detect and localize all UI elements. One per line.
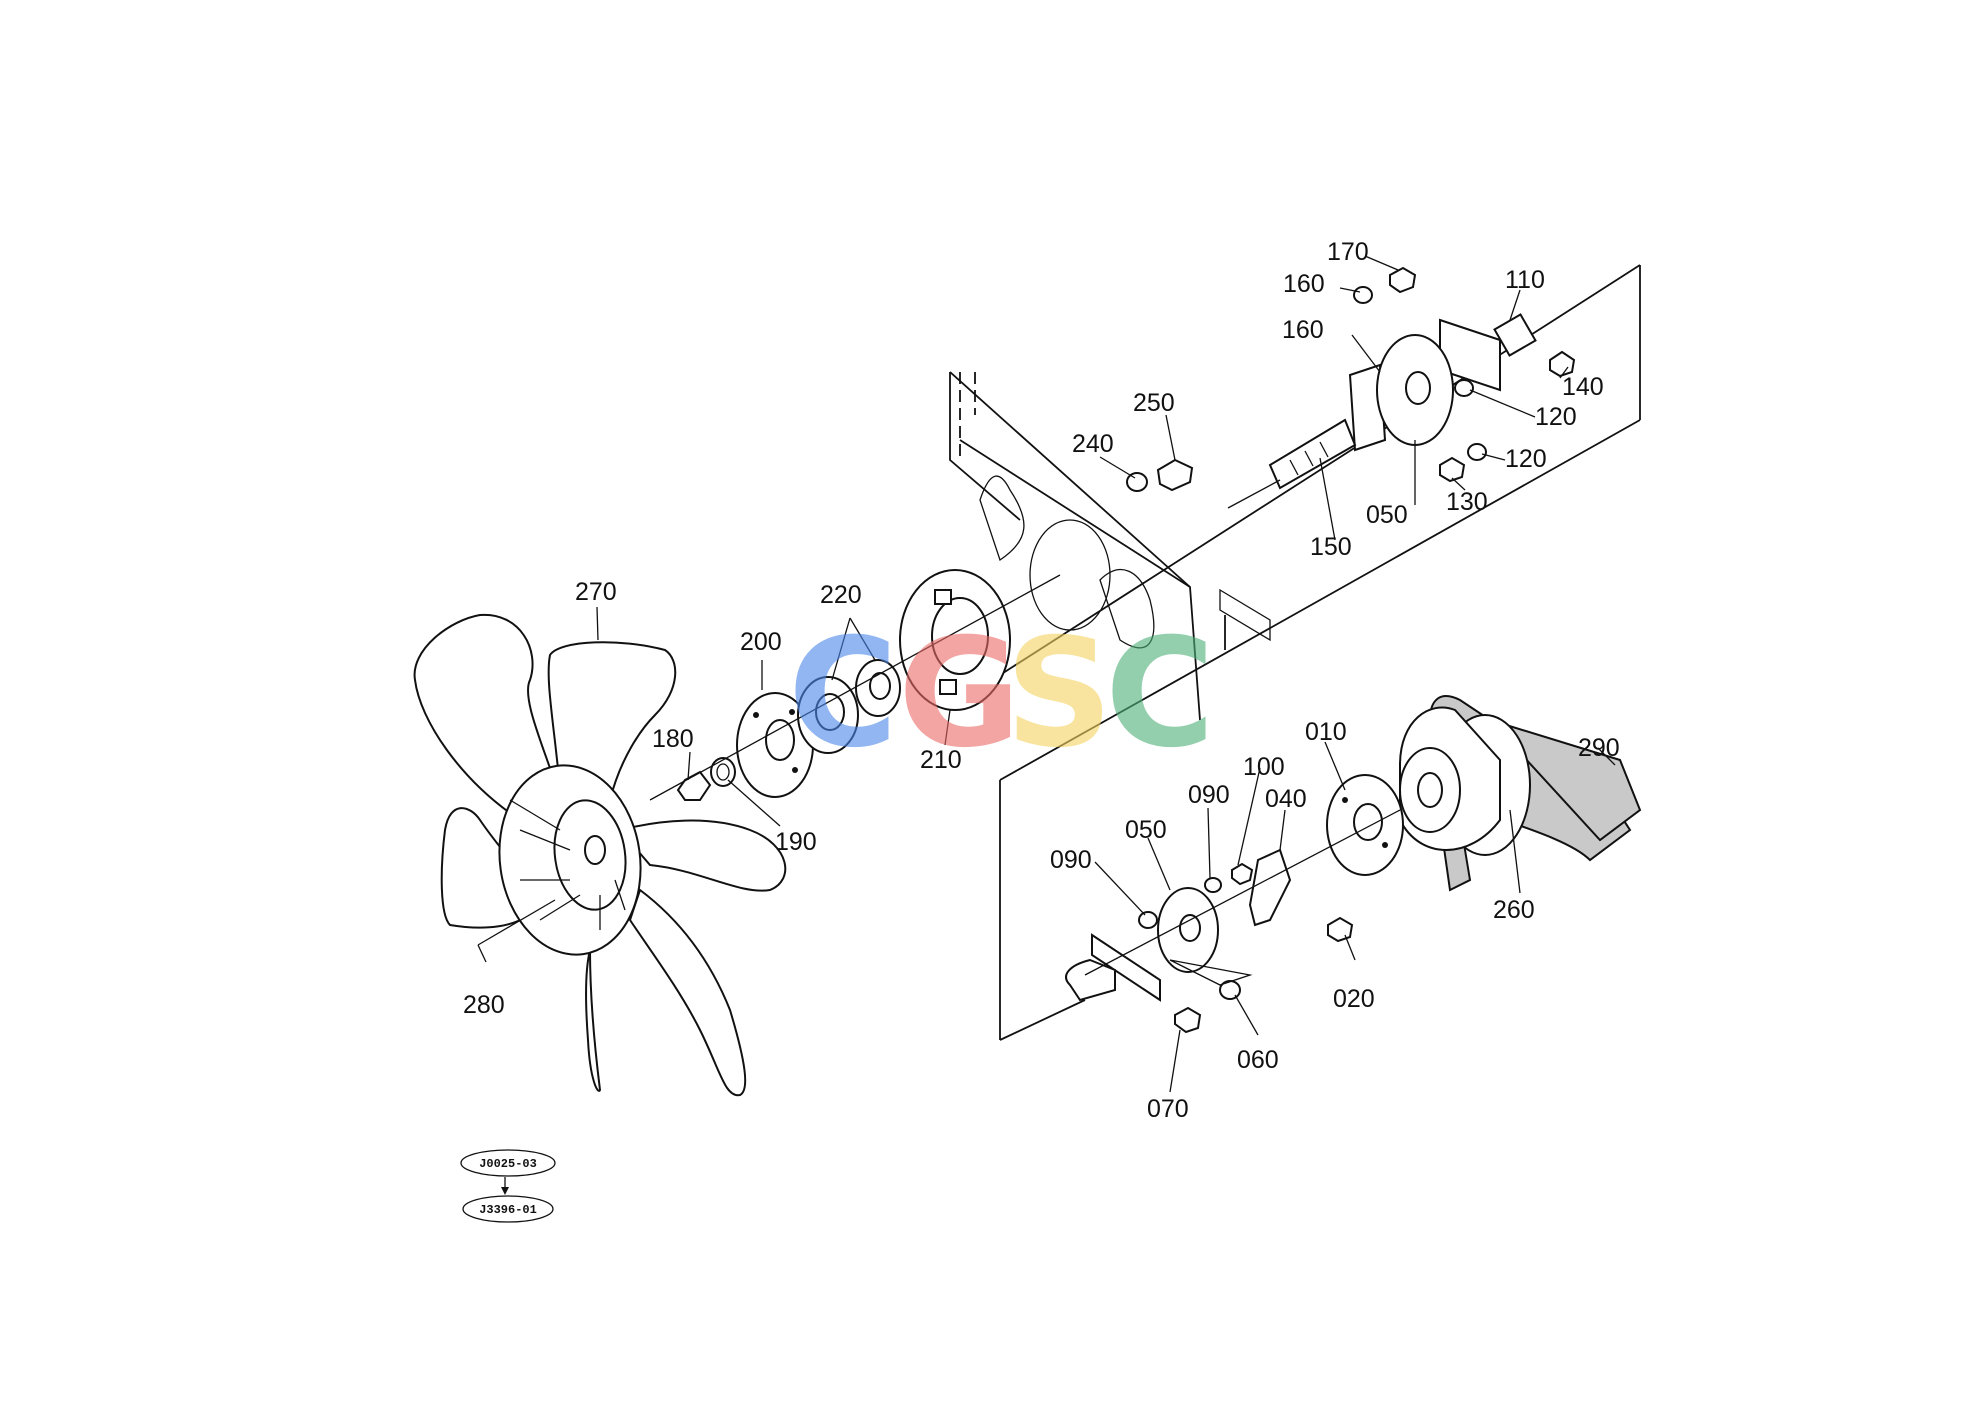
part-label-260: 260	[1493, 896, 1535, 924]
part-label-240: 240	[1072, 430, 1114, 458]
part-labels: 270 200 220 210 180 190 280 240 250 170 …	[463, 238, 1620, 1123]
fan-assembly	[413, 613, 787, 1097]
part-label-060: 060	[1237, 1046, 1279, 1074]
part-label-200: 200	[740, 628, 782, 656]
part-label-120: 120	[1505, 445, 1547, 473]
part-label-040: 040	[1265, 785, 1307, 813]
reference-code-top: J0025-03	[479, 1157, 537, 1171]
part-label-110: 110	[1505, 266, 1545, 294]
front-pulley-group	[649, 569, 1061, 801]
part-label-050-top: 050	[1366, 501, 1408, 529]
watermark-letter-c2: C	[1105, 607, 1215, 781]
part-label-180: 180	[652, 725, 694, 753]
part-label-280: 280	[463, 991, 505, 1019]
watermark-letter-s: S	[1005, 607, 1113, 781]
part-label-190: 190	[775, 828, 817, 856]
part-label-160: 160	[1282, 316, 1324, 344]
watermark-logo: C G S C	[788, 607, 1215, 781]
rear-pulley-group	[1065, 695, 1642, 1034]
part-label-250: 250	[1133, 389, 1175, 417]
reference-code-bottom: J3396-01	[479, 1203, 537, 1217]
part-label-010: 010	[1305, 718, 1347, 746]
part-label-210: 210	[920, 746, 962, 774]
part-label-020: 020	[1333, 985, 1375, 1013]
part-label-050: 050	[1125, 816, 1167, 844]
part-label-100: 100	[1243, 753, 1285, 781]
part-label-140: 140	[1562, 373, 1604, 401]
part-label-090-left: 090	[1050, 846, 1092, 874]
part-label-160-top: 160	[1283, 270, 1325, 298]
watermark-letter-c1: C	[788, 607, 898, 781]
part-label-070: 070	[1147, 1095, 1189, 1123]
part-label-090-right: 090	[1188, 781, 1230, 809]
watermark-letter-g: G	[898, 607, 1021, 781]
part-label-120-top: 120	[1535, 403, 1577, 431]
part-label-130: 130	[1446, 488, 1488, 516]
part-label-150: 150	[1310, 533, 1352, 561]
reference-codes: J0025-03 J3396-01	[460, 1149, 556, 1223]
leader-lines	[477, 255, 1616, 1193]
part-label-170: 170	[1327, 238, 1369, 266]
part-label-220: 220	[820, 581, 862, 609]
upper-bracket-group	[1126, 266, 1576, 509]
part-label-290: 290	[1578, 734, 1620, 762]
housing-frame	[949, 264, 1641, 1041]
part-label-270: 270	[575, 578, 617, 606]
